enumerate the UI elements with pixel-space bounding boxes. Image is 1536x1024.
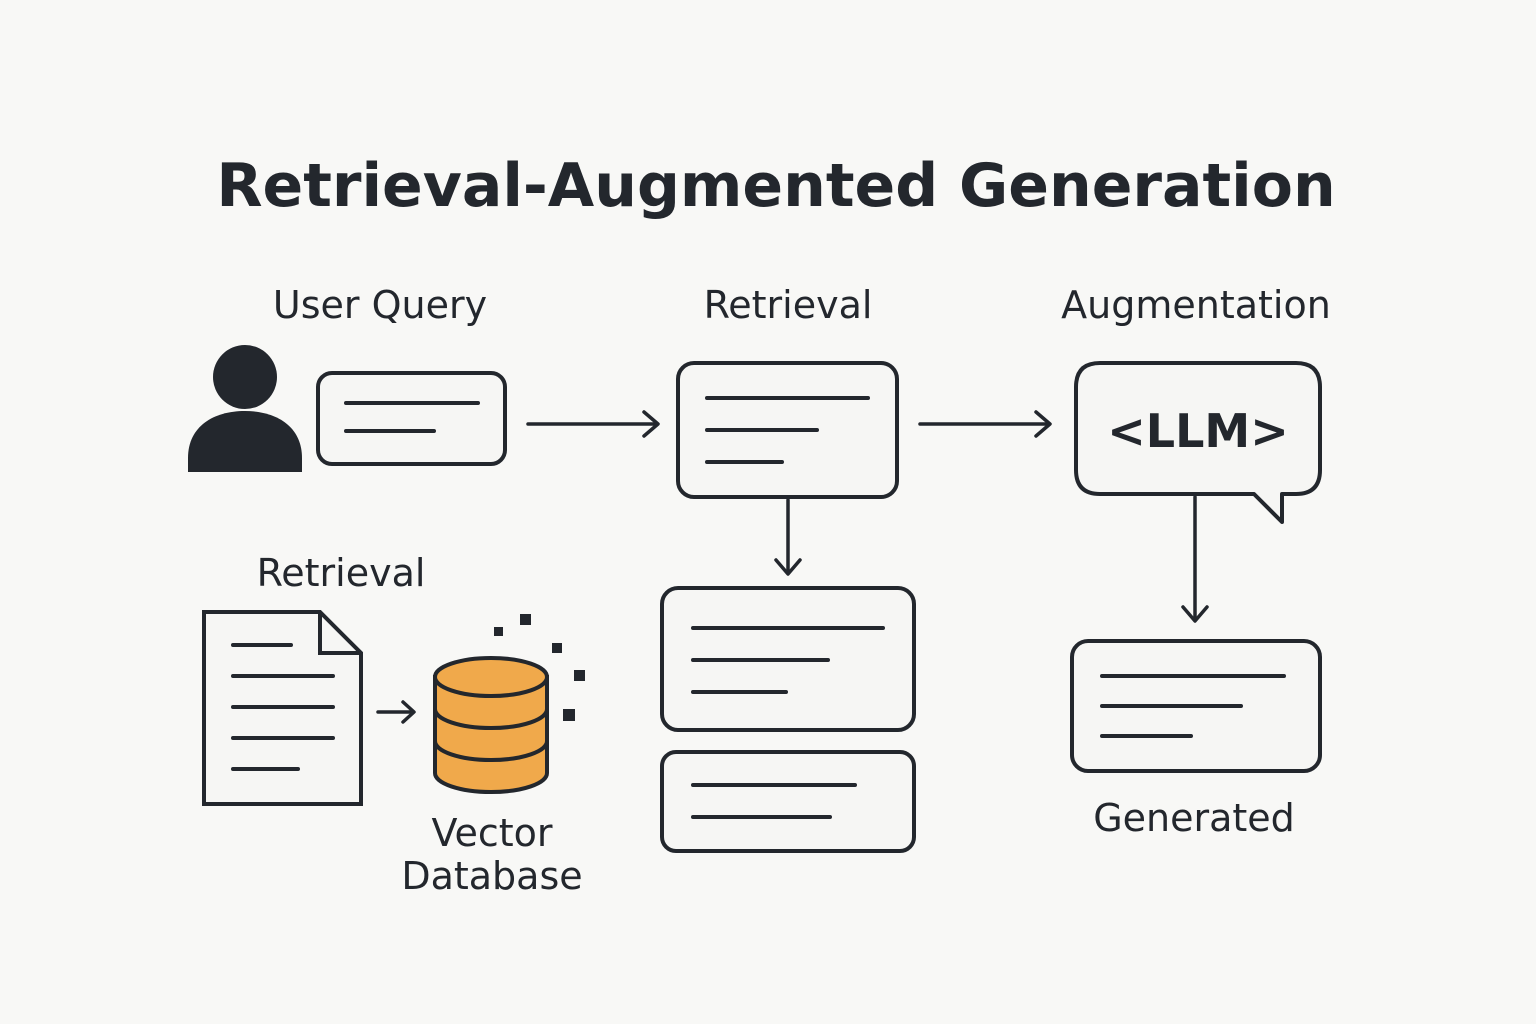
database-icon — [433, 614, 585, 794]
arrow-document-to-database — [376, 700, 416, 724]
speech-bubble-icon — [1074, 361, 1322, 524]
result-box-1 — [660, 586, 916, 732]
label-user-query: User Query — [273, 283, 487, 327]
result-box-2 — [660, 750, 916, 853]
arrow-retrieval-to-results — [774, 498, 802, 576]
query-box — [316, 371, 507, 466]
arrow-retrieval-to-llm — [918, 410, 1052, 438]
label-retrieval-top: Retrieval — [704, 283, 873, 327]
label-generated: Generated — [1093, 796, 1295, 840]
label-retrieval-left: Retrieval — [257, 551, 426, 595]
arrow-llm-to-generated — [1181, 495, 1209, 623]
label-vector-db-line2: Database — [401, 854, 582, 898]
llm-label: <LLM> — [1107, 404, 1288, 458]
generated-box — [1070, 639, 1322, 773]
user-icon — [188, 345, 302, 472]
document-icon — [202, 610, 363, 806]
arrow-query-to-retrieval — [526, 410, 660, 438]
label-vector-db-line1: Vector — [431, 811, 552, 855]
retrieval-box — [676, 361, 899, 499]
label-augmentation: Augmentation — [1061, 283, 1331, 327]
page-title: Retrieval-Augmented Generation — [216, 151, 1335, 221]
